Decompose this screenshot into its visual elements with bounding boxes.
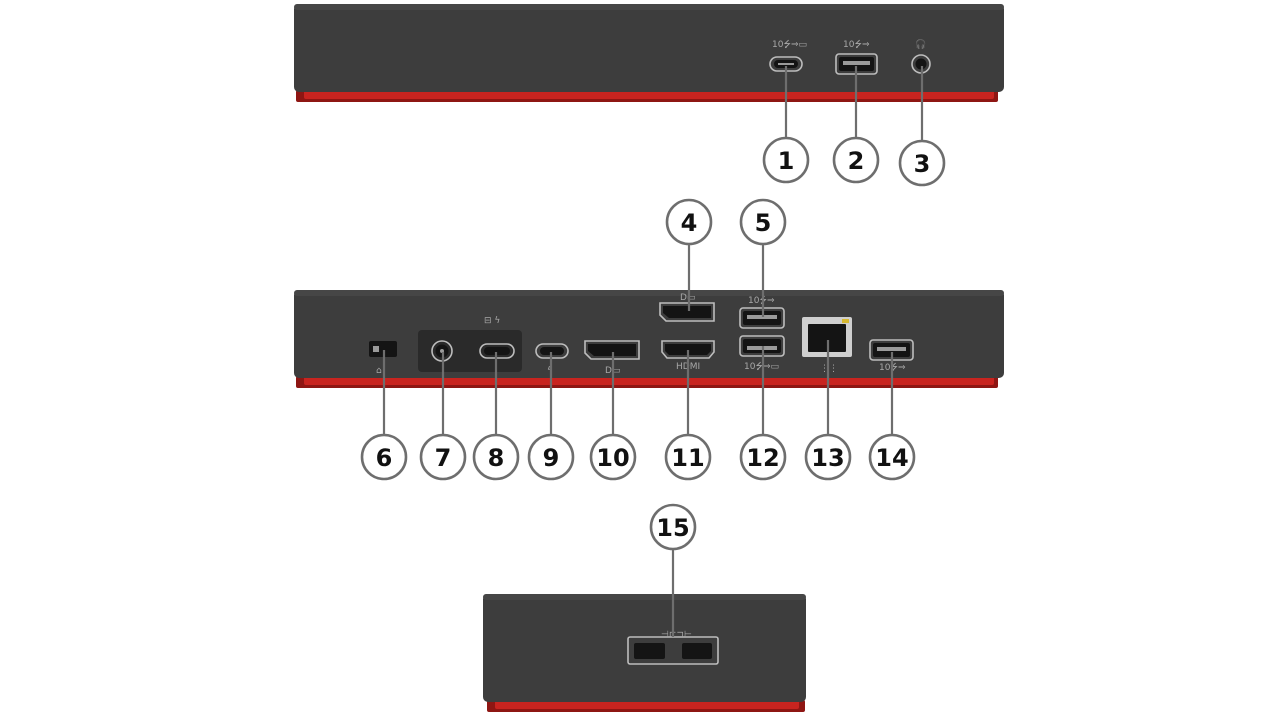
callout-10-label: 10 xyxy=(596,444,629,472)
callout-4: 4 xyxy=(665,198,713,246)
usb-c-tongue xyxy=(778,63,794,65)
callout-11-circle xyxy=(664,433,712,481)
rear-view: ⌂ ⊟ ϟ ϟ D▭ HDMI xyxy=(294,290,1004,388)
lock-slot-hole xyxy=(369,341,397,357)
leader-lines xyxy=(382,66,924,637)
callout-1-circle xyxy=(762,136,810,184)
displayport-1-hole xyxy=(663,306,711,318)
callout-12: 12 xyxy=(739,433,787,481)
callout-12-circle xyxy=(739,433,787,481)
callouts: 1 2 3 4 5 6 7 8 xyxy=(360,136,946,551)
callout-7-circle xyxy=(419,433,467,481)
callout-1-label: 1 xyxy=(778,147,795,175)
audio-hole xyxy=(915,58,927,70)
ethernet-hole xyxy=(808,324,846,352)
callout-1: 1 xyxy=(762,136,810,184)
callout-8: 8 xyxy=(472,433,520,481)
front-view: 10⭍⇒▭ 10⭍⇒ 🎧 xyxy=(294,4,1004,102)
callout-11-label: 11 xyxy=(671,444,704,472)
side-view: ⊣⊏⊐⊢ xyxy=(483,594,806,712)
callout-2-circle xyxy=(832,136,880,184)
rear-body-highlight xyxy=(294,290,1004,296)
callout-6-label: 6 xyxy=(376,444,393,472)
dock-connector-icon: ⊣⊏⊐⊢ xyxy=(661,630,692,640)
lock-icon: ⌂ xyxy=(376,366,382,376)
callout-14: 14 xyxy=(868,433,916,481)
callout-7-label: 7 xyxy=(435,444,452,472)
callout-9-label: 9 xyxy=(543,444,560,472)
callout-4-label: 4 xyxy=(681,209,698,237)
callout-2-label: 2 xyxy=(848,147,865,175)
callout-5: 5 xyxy=(739,198,787,246)
callout-15: 15 xyxy=(649,503,697,551)
security-lock-slot: ⌂ xyxy=(369,341,397,376)
usb-a-tongue xyxy=(843,61,870,65)
callout-3-circle xyxy=(898,139,946,187)
lock-slot-inner xyxy=(373,346,379,352)
callout-5-circle xyxy=(739,198,787,246)
front-body xyxy=(294,4,1004,92)
callout-7: 7 xyxy=(419,433,467,481)
displayport-1-port: D▭ xyxy=(659,293,715,322)
callout-3-label: 3 xyxy=(914,150,931,178)
usb-10gbps-icon: 10⭍⇒ xyxy=(843,39,870,50)
displayport-1-frame xyxy=(659,302,715,322)
callout-12-label: 12 xyxy=(746,444,779,472)
front-body-highlight xyxy=(294,4,1004,10)
callout-14-label: 14 xyxy=(875,444,908,472)
callout-9: 9 xyxy=(527,433,575,481)
callout-4-circle xyxy=(665,198,713,246)
ethernet-led xyxy=(842,319,849,323)
dock-connector-left-hole xyxy=(634,643,665,659)
dock-connector-right-hole xyxy=(682,643,712,659)
callout-6: 6 xyxy=(360,433,408,481)
callout-14-circle xyxy=(868,433,916,481)
front-usb-c-port: 10⭍⇒▭ xyxy=(769,39,807,72)
callout-9-circle xyxy=(527,433,575,481)
hdmi-hole xyxy=(665,344,711,355)
callout-13: 13 xyxy=(804,433,852,481)
callout-11: 11 xyxy=(664,433,712,481)
displayport-icon: D▭ xyxy=(680,293,695,303)
usb-10gbps-icon: 10⭍⇒ xyxy=(748,295,775,306)
callout-8-label: 8 xyxy=(488,444,505,472)
callout-5-label: 5 xyxy=(755,209,772,237)
callout-6-circle xyxy=(360,433,408,481)
callout-15-circle xyxy=(649,503,697,551)
displayport-2-frame xyxy=(584,340,640,360)
callout-13-circle xyxy=(804,433,852,481)
callout-8-circle xyxy=(472,433,520,481)
rear-usb-a-right-tongue xyxy=(877,347,906,351)
callout-15-label: 15 xyxy=(656,514,689,542)
upstream-usb-c-port: ⊟ ϟ xyxy=(479,316,515,359)
upstream-usb-c-hole xyxy=(484,347,510,355)
callout-13-label: 13 xyxy=(811,444,844,472)
hdmi-frame xyxy=(661,340,715,359)
rear-usb-c-hole xyxy=(540,347,564,355)
callout-10: 10 xyxy=(589,433,637,481)
usb-c-10gbps-display-icon: 10⭍⇒▭ xyxy=(772,39,807,50)
displayport-2-hole xyxy=(588,344,636,356)
usb-10gbps-display-icon: 10⭍⇒▭ xyxy=(744,361,779,372)
callout-3: 3 xyxy=(898,139,946,187)
headset-icon: 🎧 xyxy=(915,38,926,50)
side-body-highlight xyxy=(483,594,806,600)
callout-10-circle xyxy=(589,433,637,481)
callout-2: 2 xyxy=(832,136,880,184)
laptop-thunderbolt-icon: ⊟ ϟ xyxy=(484,316,500,326)
